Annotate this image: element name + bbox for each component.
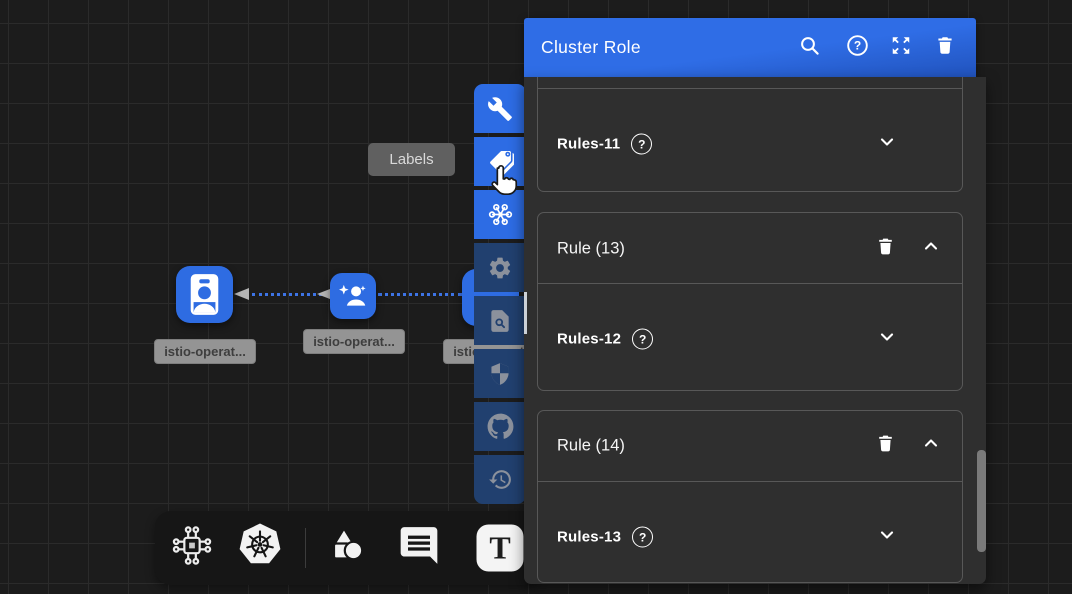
text-tool-icon: T bbox=[476, 524, 524, 572]
expand-rules-button[interactable] bbox=[875, 325, 899, 354]
node-label: istio-operat... bbox=[303, 329, 405, 354]
panel-title: Cluster Role bbox=[541, 37, 641, 57]
expand-rules-button[interactable] bbox=[875, 523, 899, 552]
hidden-node-border-sliver bbox=[524, 292, 527, 334]
expand-rules-button[interactable] bbox=[875, 130, 899, 159]
search-icon bbox=[801, 36, 819, 55]
trash-icon bbox=[879, 238, 892, 255]
history-icon bbox=[488, 470, 511, 489]
help-icon[interactable]: ? bbox=[632, 328, 654, 350]
wrench-icon bbox=[488, 96, 512, 121]
circuit-icon bbox=[172, 526, 212, 565]
delete-rule-button[interactable] bbox=[875, 433, 896, 459]
panel-body: Rules-11 ? Rule (13) Rules-12 ? Rule (14… bbox=[524, 77, 986, 584]
panel-delete-button[interactable] bbox=[934, 34, 956, 61]
card-divider bbox=[537, 88, 963, 89]
rule-card bbox=[537, 410, 963, 583]
panel-search-button[interactable] bbox=[798, 34, 821, 62]
canvas-node-clusterrolebinding[interactable] bbox=[330, 273, 376, 319]
fullscreen-icon bbox=[892, 36, 910, 54]
rules-field-row[interactable]: Rules-11 ? bbox=[557, 133, 653, 155]
vertical-toolbar bbox=[474, 84, 526, 504]
github-icon bbox=[487, 413, 513, 439]
toolbar-settings-button[interactable] bbox=[474, 243, 526, 292]
card-divider bbox=[537, 283, 963, 284]
hub-icon bbox=[488, 203, 512, 226]
chevron-down-icon bbox=[880, 531, 894, 539]
shield-icon bbox=[491, 362, 509, 385]
edge-arrowhead-icon bbox=[234, 288, 249, 300]
gear-icon bbox=[489, 257, 511, 278]
labels-tooltip: Labels bbox=[368, 143, 455, 176]
help-icon: ? bbox=[847, 34, 868, 56]
panel-fullscreen-button[interactable] bbox=[890, 34, 912, 61]
chevron-up-icon bbox=[924, 242, 938, 250]
chevron-down-icon bbox=[880, 138, 894, 146]
kubernetes-icon bbox=[239, 523, 281, 564]
rules-field-row[interactable]: Rules-13 ? bbox=[557, 526, 654, 548]
trash-icon bbox=[879, 435, 892, 452]
help-icon[interactable]: ? bbox=[632, 526, 654, 548]
shapes-icon bbox=[332, 527, 364, 561]
rule-card bbox=[537, 77, 963, 192]
toolbar-github-button[interactable] bbox=[474, 402, 526, 451]
hand-cursor-icon bbox=[486, 163, 520, 202]
chevron-down-icon bbox=[880, 333, 894, 341]
kubernetes-button[interactable] bbox=[237, 523, 283, 574]
panel-help-button[interactable]: ? bbox=[846, 34, 869, 62]
edge-node3-to-node2 bbox=[378, 293, 462, 296]
designs-button[interactable] bbox=[169, 523, 215, 574]
user-sparkle-icon bbox=[339, 284, 366, 306]
rules-field-label: Rules-12 bbox=[557, 330, 622, 348]
node-label: istio-operat... bbox=[154, 339, 256, 364]
text-tool-button[interactable]: T bbox=[476, 524, 524, 572]
rule-item-title: Rule (13) bbox=[557, 239, 625, 258]
collapse-rule-button[interactable] bbox=[919, 432, 943, 461]
delete-rule-button[interactable] bbox=[875, 236, 896, 262]
svg-text:?: ? bbox=[854, 38, 861, 52]
help-icon[interactable]: ? bbox=[631, 133, 653, 155]
comment-icon bbox=[400, 527, 438, 564]
edge-node2-to-node1 bbox=[252, 293, 329, 296]
toolbar-doc-search-button[interactable] bbox=[474, 296, 526, 345]
panel-scrollbar-thumb[interactable] bbox=[977, 450, 986, 552]
bottom-toolbar: T bbox=[155, 511, 540, 585]
edge-arrowhead-icon bbox=[317, 289, 330, 299]
canvas-node-clusterrole[interactable] bbox=[176, 266, 233, 323]
toolbar-history-button[interactable] bbox=[474, 455, 526, 504]
rules-field-label: Rules-13 bbox=[557, 528, 622, 546]
card-divider bbox=[537, 481, 963, 482]
comment-button[interactable] bbox=[397, 524, 441, 573]
toolbar-divider bbox=[305, 528, 306, 568]
rules-field-row[interactable]: Rules-12 ? bbox=[557, 328, 654, 350]
document-search-icon bbox=[491, 309, 509, 332]
rule-card bbox=[537, 212, 963, 391]
rules-field-label: Rules-11 bbox=[557, 135, 621, 153]
toolbar-tools-button[interactable] bbox=[474, 84, 526, 133]
tag-icon bbox=[487, 149, 514, 175]
id-badge-icon bbox=[190, 274, 219, 315]
panel-header: Cluster Role ? bbox=[524, 18, 976, 77]
trash-icon bbox=[938, 36, 952, 54]
shapes-button[interactable] bbox=[323, 524, 367, 573]
toolbar-visualize-button[interactable] bbox=[474, 190, 526, 239]
rule-item-title: Rule (14) bbox=[557, 436, 625, 455]
toolbar-labels-button[interactable] bbox=[474, 137, 526, 186]
toolbar-security-button[interactable] bbox=[474, 349, 526, 398]
chevron-up-icon bbox=[924, 439, 938, 447]
collapse-rule-button[interactable] bbox=[919, 235, 943, 264]
